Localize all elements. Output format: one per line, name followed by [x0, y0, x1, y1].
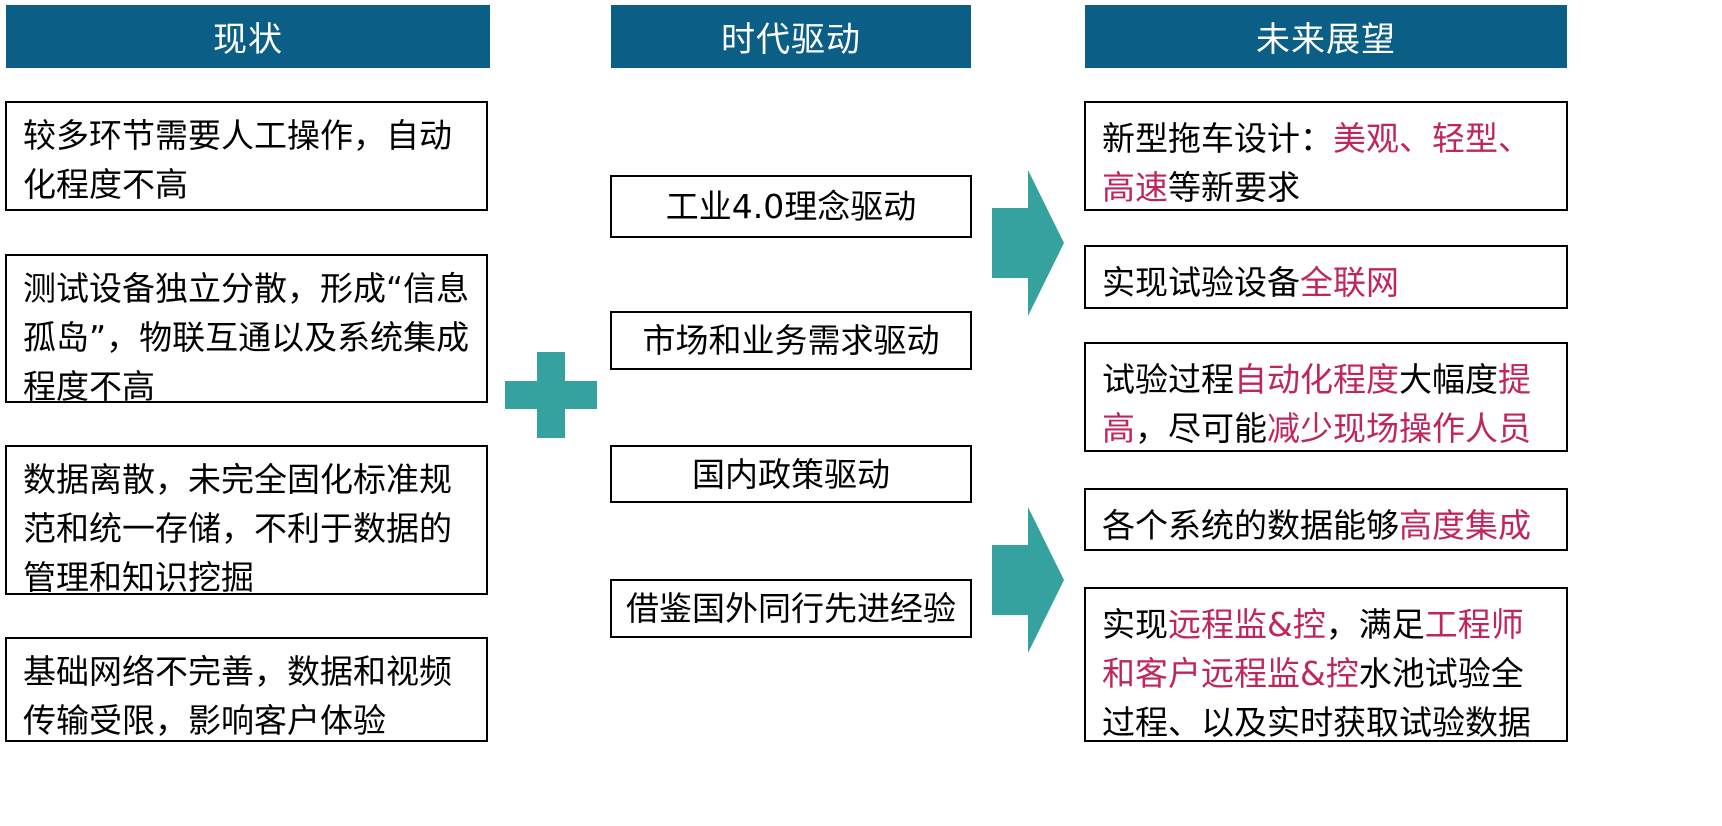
header-future-outlook-label: 未来展望: [1256, 20, 1396, 60]
plain-text: 实现试验设备: [1102, 263, 1300, 302]
plain-text: 实现: [1102, 605, 1168, 644]
plain-text: 水池试验全过程、以及实时获取试验数据: [1102, 654, 1531, 742]
driver-text: 国内政策驱动: [692, 454, 890, 494]
outlook-text: 试验过程自动化程度大幅度提高，尽可能减少现场操作人员: [1102, 360, 1531, 448]
plain-text: 大幅度: [1399, 360, 1498, 399]
highlight-text: 远程监&控: [1168, 605, 1326, 644]
plain-text: 新型拖车设计：: [1102, 119, 1333, 158]
header-current-state-label: 现状: [213, 20, 283, 60]
driver-box: 工业4.0理念驱动: [610, 175, 972, 238]
outlook-text: 实现试验设备全联网: [1102, 263, 1399, 302]
driver-box: 市场和业务需求驱动: [610, 311, 972, 370]
current-state-text: 测试设备独立分散，形成“信息孤岛”，物联互通以及系统集成程度不高: [23, 269, 470, 403]
highlight-text: 减少现场操作人员: [1267, 409, 1531, 448]
plain-text: ，满足: [1325, 605, 1425, 644]
outlook-box: 实现试验设备全联网: [1084, 245, 1568, 309]
plain-text: 等新要求: [1168, 168, 1300, 207]
highlight-text: 全联网: [1300, 263, 1399, 302]
outlook-box: 试验过程自动化程度大幅度提高，尽可能减少现场操作人员: [1084, 342, 1568, 452]
outlook-text: 各个系统的数据能够高度集成: [1102, 506, 1531, 545]
current-state-text: 基础网络不完善，数据和视频传输受限，影响客户体验: [23, 652, 452, 740]
header-current-state: 现状: [6, 5, 490, 68]
current-state-box: 基础网络不完善，数据和视频传输受限，影响客户体验: [5, 637, 488, 742]
current-state-box: 测试设备独立分散，形成“信息孤岛”，物联互通以及系统集成程度不高: [5, 254, 488, 403]
plain-text: 各个系统的数据能够: [1102, 506, 1399, 545]
arrow-right-icon: [992, 507, 1064, 653]
outlook-box: 实现远程监&控，满足工程师和客户远程监&控水池试验全过程、以及实时获取试验数据: [1084, 587, 1568, 742]
current-state-box: 较多环节需要人工操作，自动化程度不高: [5, 101, 488, 211]
driver-text: 市场和业务需求驱动: [642, 321, 940, 360]
header-era-drivers-label: 时代驱动: [721, 20, 861, 60]
header-future-outlook: 未来展望: [1085, 5, 1567, 68]
plain-text: 试验过程: [1102, 360, 1234, 399]
outlook-box: 各个系统的数据能够高度集成: [1084, 488, 1568, 551]
highlight-text: 提高: [1102, 360, 1531, 448]
highlight-text: 自动化程度: [1234, 360, 1399, 399]
driver-box: 借鉴国外同行先进经验: [610, 579, 972, 638]
plain-text: ，尽可能: [1135, 409, 1267, 448]
driver-text: 借鉴国外同行先进经验: [626, 589, 956, 628]
highlight-text: 高度集成: [1399, 506, 1531, 545]
arrow-right-icon: [992, 170, 1064, 316]
plus-icon: [505, 352, 597, 438]
outlook-box: 新型拖车设计：美观、轻型、高速等新要求: [1084, 101, 1568, 211]
header-era-drivers: 时代驱动: [611, 5, 971, 68]
current-state-text: 数据离散，未完全固化标准规范和统一存储，不利于数据的管理和知识挖掘: [23, 460, 452, 595]
driver-text: 工业4.0理念驱动: [665, 187, 917, 226]
highlight-text: 美观、轻型、高速: [1102, 119, 1531, 207]
highlight-text: 工程师和客户远程监&控: [1102, 605, 1524, 693]
current-state-box: 数据离散，未完全固化标准规范和统一存储，不利于数据的管理和知识挖掘: [5, 445, 488, 595]
driver-box: 国内政策驱动: [610, 445, 972, 503]
outlook-text: 实现远程监&控，满足工程师和客户远程监&控水池试验全过程、以及实时获取试验数据: [1102, 605, 1531, 742]
outlook-text: 新型拖车设计：美观、轻型、高速等新要求: [1102, 119, 1531, 207]
current-state-text: 较多环节需要人工操作，自动化程度不高: [23, 116, 452, 204]
